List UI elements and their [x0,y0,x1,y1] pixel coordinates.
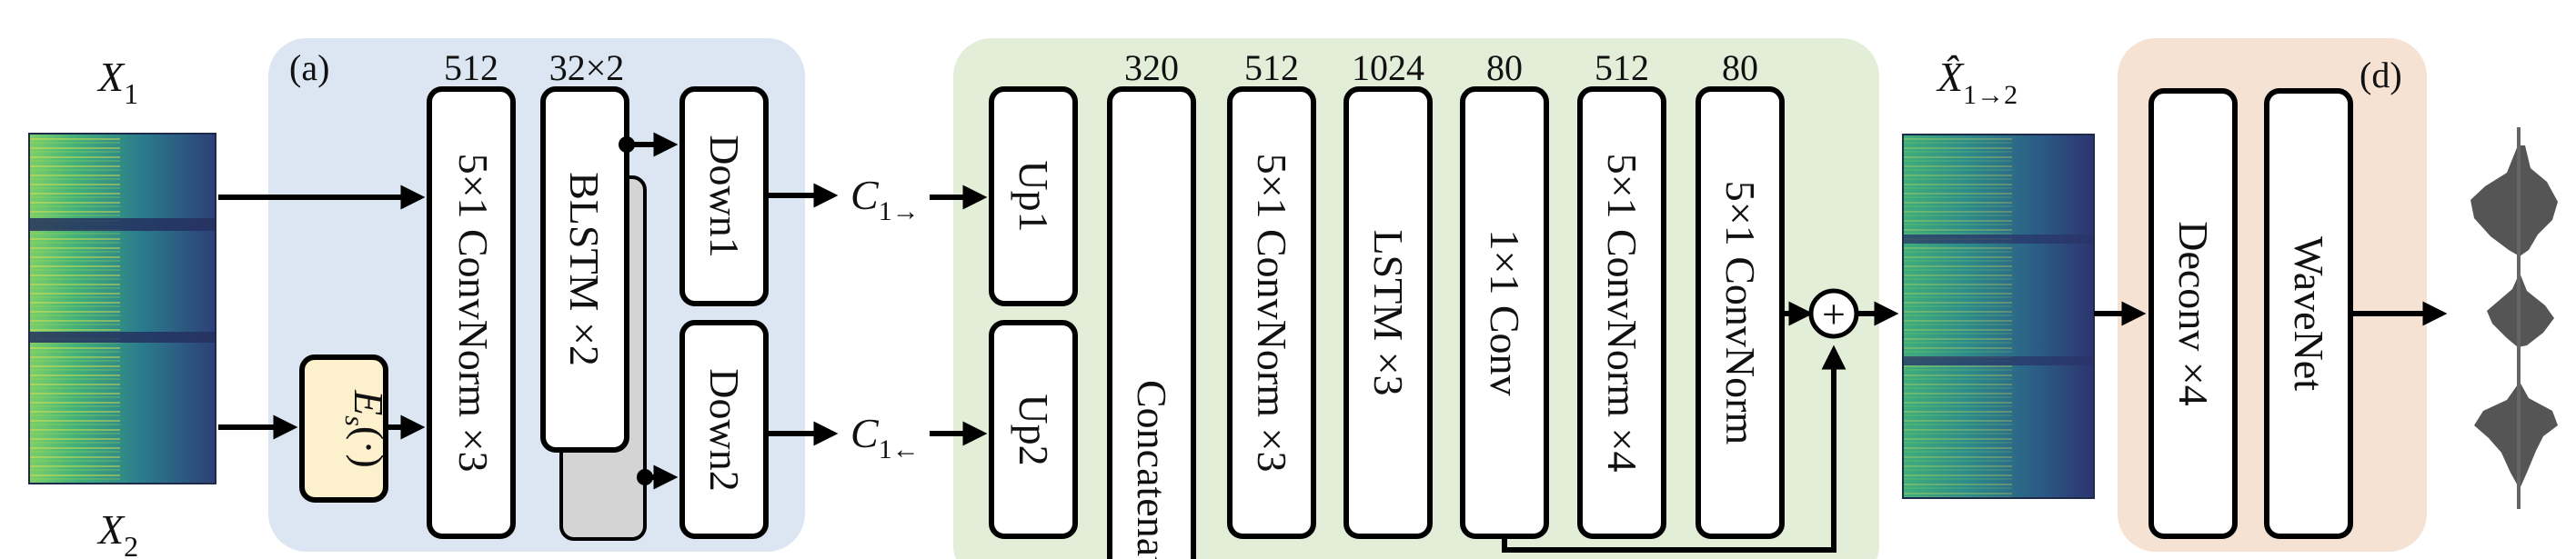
speaker-encoder-label: Es(·) [339,389,392,468]
output-convnorm-label: 5×1 ConvNorm [1717,181,1764,445]
down2-box [679,320,769,539]
encoder-convnorm-dim: 512 [444,47,498,88]
lstm-label: LSTM ×3 [1365,229,1412,395]
down1-label: Down1 [701,135,748,257]
postnet-convnorm-label: 5×1 ConvNorm ×4 [1599,154,1645,473]
decoder-convnorm-dim: 512 [1244,47,1299,88]
concat-dim: 320 [1124,47,1179,88]
output-convnorm-dim: 80 [1722,47,1758,88]
encoder-panel-label: (a) [289,47,329,88]
blstm-label: BLSTM ×2 [561,172,608,366]
decoder-convnorm-label: 5×1 ConvNorm ×3 [1249,154,1295,473]
input-x2-label: X2 [96,506,138,559]
encoder-convnorm-label: 5×1 ConvNorm ×3 [450,154,497,473]
concat-box [1107,86,1196,559]
deconv-box [2148,88,2238,539]
up1-box [989,86,1078,306]
output-spectrogram [1902,134,2095,499]
decoder-convnorm-box [1227,86,1316,539]
code-backward-label: C1← [850,410,920,464]
postnet-convnorm-dim: 512 [1595,47,1649,88]
encoder-arrows [218,132,839,490]
output-waveform [2470,127,2558,509]
residual-connection [1502,301,1846,553]
deconv-label: Deconv ×4 [2170,221,2217,406]
input-spectrogram [28,133,216,484]
concat-label: Concatenate [1129,380,1175,559]
vocoder-panel-label: (d) [2360,55,2402,95]
up2-label: Up2 [1011,394,1057,465]
wavenet-label: WaveNet [2286,236,2332,391]
output-label: X̂1→2 [1936,54,2018,110]
up2-box [989,320,1078,539]
encoder-convnorm-box [427,86,516,539]
conv1x1-label: 1×1 Conv [1482,229,1528,395]
blstm-dim: 32×2 [549,47,625,88]
conv1x1-dim: 80 [1486,47,1523,88]
lstm-box [1343,86,1433,539]
postnet-convnorm-box [1577,86,1666,539]
blstm-box [540,86,629,453]
code-forward-label: C1→ [850,172,920,226]
up1-label: Up1 [1011,160,1057,232]
lstm-dim: 1024 [1352,47,1424,88]
plus-symbol: + [1822,291,1846,337]
input-x1-label: X1 [96,54,138,110]
down2-label: Down2 [701,368,748,491]
